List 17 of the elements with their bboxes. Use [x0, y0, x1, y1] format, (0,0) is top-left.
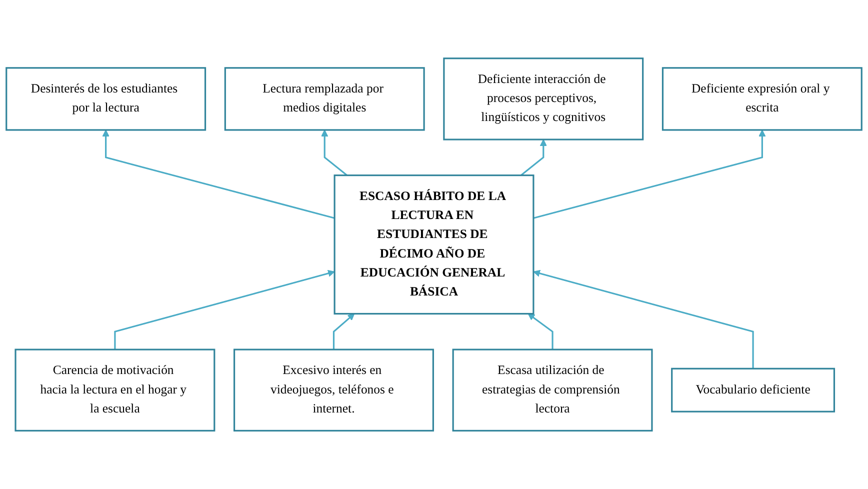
node-box: Deficiente interacción de procesos perceptivos, lingüísticos y cognitivos — [443, 58, 644, 140]
arrow — [533, 130, 766, 219]
node-box: Carencia de motivación hacia la lectura en el hogar y la escuela — [14, 348, 216, 432]
arrow — [114, 270, 335, 350]
arrow — [520, 139, 547, 176]
arrow — [321, 130, 348, 176]
arrow — [332, 313, 355, 350]
node-box: Desinterés de los estudiantes por la lectura — [6, 67, 206, 131]
arrow — [102, 130, 335, 219]
arrow — [533, 270, 754, 369]
node-box: Deficiente expresión oral y escrita — [662, 67, 862, 131]
node-box: Lectura remplazada por medios digitales — [224, 67, 425, 131]
node-box: ESCASO HÁBITO DE LA LECTURA EN ESTUDIANTES DE DÉCIMO AÑO DE EDUCACIÓN GENERAL BÁSICA — [334, 174, 534, 314]
arrow — [528, 313, 554, 350]
node-box: Excesivo interés en videojuegos, teléfonos e internet. — [234, 348, 434, 432]
node-box: Escasa utilización de estrategias de comprensión lectora — [452, 348, 653, 432]
node-box: Vocabulario deficiente — [671, 368, 836, 412]
